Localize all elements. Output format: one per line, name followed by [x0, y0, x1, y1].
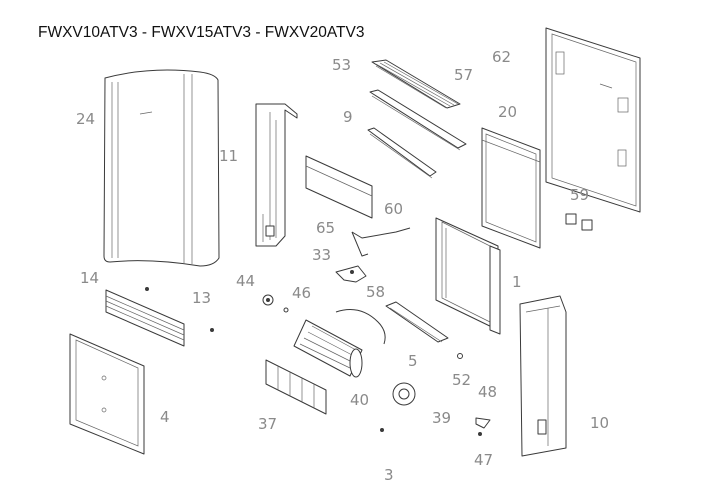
label-39: 39 — [432, 409, 451, 427]
label-24: 24 — [76, 110, 95, 128]
label-46: 46 — [292, 284, 311, 302]
label-40: 40 — [350, 391, 369, 409]
label-44: 44 — [236, 272, 255, 290]
label-5: 5 — [408, 352, 418, 370]
part-37-guard — [265, 359, 327, 415]
part-labels: 24 11 53 57 62 9 20 65 60 33 59 14 44 13… — [76, 48, 609, 484]
part-60-sensor-wire — [351, 227, 411, 257]
part-4-side-panel — [69, 333, 145, 455]
label-59: 59 — [570, 186, 589, 204]
part-44-bearing — [262, 294, 274, 306]
label-14: 14 — [80, 269, 99, 287]
part-47-bracket — [475, 417, 491, 436]
part-58-cable — [335, 309, 386, 345]
part-65-filter-strip — [305, 155, 373, 219]
part-52-washer — [457, 353, 463, 359]
part-20-filter-frame — [481, 127, 541, 249]
part-10-side-column — [519, 295, 567, 457]
fan-drum — [293, 319, 363, 378]
part-14-louver — [105, 287, 185, 347]
label-1: 1 — [512, 273, 522, 291]
label-9: 9 — [343, 108, 353, 126]
part-40-fan-wheel — [392, 382, 416, 406]
part-9-strip — [369, 89, 467, 151]
label-33: 33 — [312, 246, 331, 264]
label-13: 13 — [192, 289, 211, 307]
part-24-front-panel — [103, 69, 220, 267]
part-33-bracket — [335, 265, 367, 283]
part-11-side-column — [255, 103, 298, 247]
label-11: 11 — [219, 147, 238, 165]
label-57: 57 — [454, 66, 473, 84]
label-53: 53 — [332, 56, 351, 74]
part-1-coil — [435, 217, 501, 335]
part-5-rail — [385, 301, 449, 343]
label-58: 58 — [366, 283, 385, 301]
label-60: 60 — [384, 200, 403, 218]
part-46-washer — [283, 307, 289, 313]
part-20-back-panel — [367, 127, 437, 179]
label-47: 47 — [474, 451, 493, 469]
label-4: 4 — [160, 408, 170, 426]
label-48: 48 — [478, 383, 497, 401]
label-10: 10 — [590, 414, 609, 432]
diagram-title: FWXV10ATV3 - FWXV15ATV3 - FWXV20ATV3 — [38, 24, 365, 41]
part-57-top-grille — [371, 59, 461, 109]
label-62: 62 — [492, 48, 511, 66]
label-65: 65 — [316, 219, 335, 237]
part-62-rear-plate — [545, 27, 641, 213]
label-52: 52 — [452, 371, 471, 389]
part-59-clips — [565, 213, 593, 231]
part-13-screw — [210, 328, 214, 332]
label-3: 3 — [384, 466, 394, 484]
label-37: 37 — [258, 415, 277, 433]
label-20: 20 — [498, 103, 517, 121]
part-3-screw — [380, 428, 384, 432]
